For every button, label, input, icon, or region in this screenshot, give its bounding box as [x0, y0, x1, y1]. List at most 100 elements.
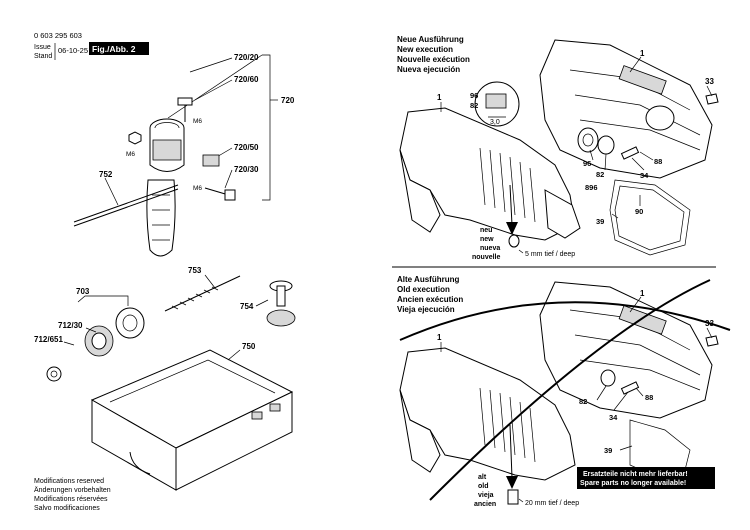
leader-new-88: [639, 151, 654, 161]
chuck-bore: [122, 314, 138, 332]
label-720-60: 720/60: [234, 75, 259, 84]
leader-720: [167, 54, 263, 119]
label-new-90: 90: [635, 207, 643, 216]
gasket-39-new-inner: [614, 185, 685, 251]
label-new-96a: 96: [470, 91, 478, 100]
drill-bit-and-chuck: 753 754 703 712/30 712/651: [34, 266, 296, 382]
label-720-30: 720/30: [234, 165, 259, 174]
bracket-703: [77, 295, 129, 306]
case-side: [175, 391, 293, 491]
label-new-depth: 5 mm tief / deep: [525, 251, 575, 258]
footer-line-4: Salvo modificaciones: [34, 505, 100, 512]
depth-rod-edge: [73, 188, 179, 227]
clip-33-old: [705, 335, 719, 347]
handle-grip: [146, 179, 176, 257]
label-new-96b: 96: [583, 159, 591, 168]
chuck-washer: [46, 366, 62, 382]
doc-number: 0 603 295 603: [34, 31, 82, 40]
label-754: 754: [240, 302, 254, 311]
bearing-82-old: [600, 369, 616, 387]
housing-bearing-seat: [645, 105, 675, 131]
fig-label: Fig./Abb. 2: [92, 44, 136, 54]
label-new-88: 88: [654, 157, 662, 166]
carrying-case: 750: [90, 342, 294, 491]
arrow-old-shaft: [509, 424, 513, 479]
drill-vent-slots-old: [479, 387, 536, 463]
chuck-key-shaft: [276, 285, 286, 307]
label-old-variant-es: vieja: [478, 492, 494, 499]
label-new-variant-es: nueva: [480, 245, 500, 252]
label-720-20: 720/20: [234, 53, 259, 62]
chuck-gear-bore: [91, 332, 107, 350]
case-latch-1: [251, 411, 263, 420]
label-712-651: 712/651: [34, 335, 63, 344]
leader-old-88: [635, 387, 644, 397]
arrow-old-head: [506, 476, 518, 489]
chuck-key-gear: [266, 309, 296, 327]
label-old-depth: 20 mm tief / deep: [525, 500, 579, 507]
notice-box: [577, 467, 715, 489]
label-old-variant-en: old: [478, 483, 489, 490]
label-720: 720: [281, 96, 295, 105]
leader-752: [104, 177, 119, 206]
leader-712-30: [85, 327, 97, 333]
new-title-es: Nueva ejecución: [397, 65, 460, 74]
old-title-es: Vieja ejecución: [397, 305, 455, 314]
chuck-key: [266, 280, 296, 327]
leader-720-60: [194, 79, 233, 101]
detail-bearing: [485, 93, 507, 109]
leader-720-20: [189, 57, 233, 73]
leader-new-1b: [629, 56, 642, 73]
leader-753: [204, 274, 216, 289]
label-new-33: 33: [705, 77, 714, 86]
leader-new-96b: [589, 149, 594, 161]
fig-label-box: [89, 42, 149, 55]
footer-line-2: Änderungen vorbehalten: [34, 486, 111, 494]
new-title-en: New execution: [397, 45, 453, 54]
notice-line-1: Ersatzteile nicht mehr lieferbar!: [583, 471, 688, 478]
label-752: 752: [99, 170, 113, 179]
stand-label: Stand: [34, 53, 52, 60]
obsolete-cross-line-1: [399, 301, 731, 341]
case-handle: [129, 451, 151, 475]
new-title-fr: Nouvelle exécution: [397, 55, 470, 64]
label-new-dim: 3,0: [490, 119, 500, 126]
pin-88: [620, 146, 640, 160]
label-new-82a: 82: [470, 101, 478, 110]
leader-new-39: [611, 213, 619, 219]
clamp-block: [202, 154, 220, 167]
label-old-33: 33: [705, 319, 714, 328]
issue-date: 06-10-25: [58, 46, 88, 55]
leader-720-30: [224, 169, 233, 189]
arrow-new-head: [506, 222, 518, 235]
label-old-1b: 1: [640, 289, 645, 298]
footer-line-3: Modifications réservées: [34, 496, 108, 503]
leader-750: [227, 349, 241, 361]
label-712-30: 712/30: [58, 321, 83, 330]
drill-vent-slots-new: [479, 147, 536, 223]
modifications-note: Modifications reserved Änderungen vorbeh…: [34, 478, 111, 512]
obsolete-cross-line-2: [429, 279, 711, 501]
drill-handle-old: [399, 389, 441, 473]
leader-new-depth: [518, 249, 524, 254]
label-703: 703: [76, 287, 90, 296]
old-execution-section: Alte Ausführung Old execution Ancien exé…: [397, 275, 731, 508]
pin-88-old: [620, 381, 640, 395]
label-750: 750: [242, 342, 256, 351]
leader-new-82b: [604, 153, 607, 171]
old-title-de: Alte Ausführung: [397, 275, 459, 284]
label-old-34: 34: [609, 413, 618, 422]
housing-vent-new: [618, 65, 667, 95]
gasket-39-new: [609, 179, 691, 256]
label-m6-screw: M6: [193, 185, 202, 192]
label-old-variant-de: alt: [478, 474, 487, 481]
label-new-1b: 1: [640, 49, 645, 58]
bearing-96: [577, 127, 599, 153]
label-new-82b: 82: [596, 170, 604, 179]
label-new-34: 34: [640, 171, 649, 180]
chuck-washer-hole: [50, 370, 58, 378]
depth-plug-new: [508, 234, 520, 248]
label-753: 753: [188, 266, 202, 275]
leader-old-39: [619, 445, 633, 451]
